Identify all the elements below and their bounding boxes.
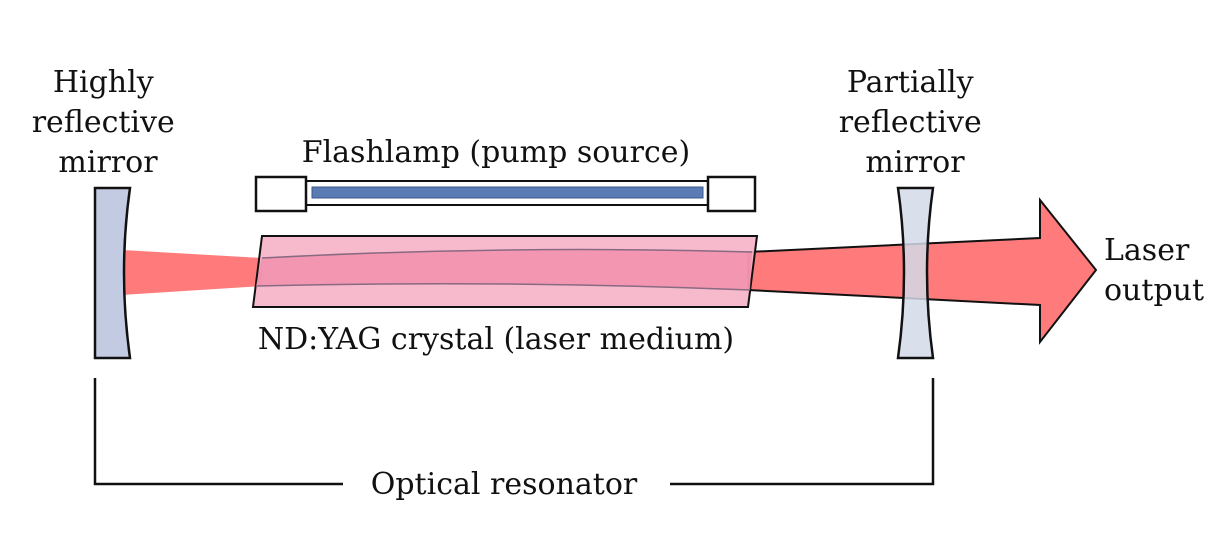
flashlamp-core [311,186,704,199]
optical-resonator-label: Optical resonator [371,467,638,502]
partially-reflective-mirror [896,186,935,360]
resonator-bracket-right [670,378,935,486]
left-mirror-label-line3: mirror [58,145,158,180]
crystal-beam-edge-bottom [255,283,751,291]
crystal-beam-edge-top [261,248,753,259]
laser-output-label-line1: Laser [1104,233,1190,268]
laser-output-label: Laser output [1104,233,1204,308]
left-mirror-label: Highly reflective mirror [32,65,185,180]
laser-output-label-line2: output [1104,273,1204,308]
left-mirror-label-line2: reflective [32,105,175,140]
right-mirror-label: Partially reflective mirror [839,65,992,180]
right-mirror-label-line1: Partially [847,65,974,100]
flashlamp [254,175,757,213]
ndyag-crystal [251,235,759,308]
flashlamp-right-cap [706,175,757,213]
resonator-bracket-left [93,378,343,486]
crystal-label: ND:YAG crystal (laser medium) [258,322,734,357]
crystal-beam-core [256,249,752,290]
right-mirror-label-line3: mirror [865,145,965,180]
beam-left-segment [122,250,262,295]
left-mirror-label-line1: Highly [53,65,154,100]
highly-reflective-mirror [93,186,132,360]
flashlamp-left-cap [254,175,308,213]
right-mirror-label-line2: reflective [839,105,982,140]
flashlamp-label: Flashlamp (pump source) [302,135,690,170]
